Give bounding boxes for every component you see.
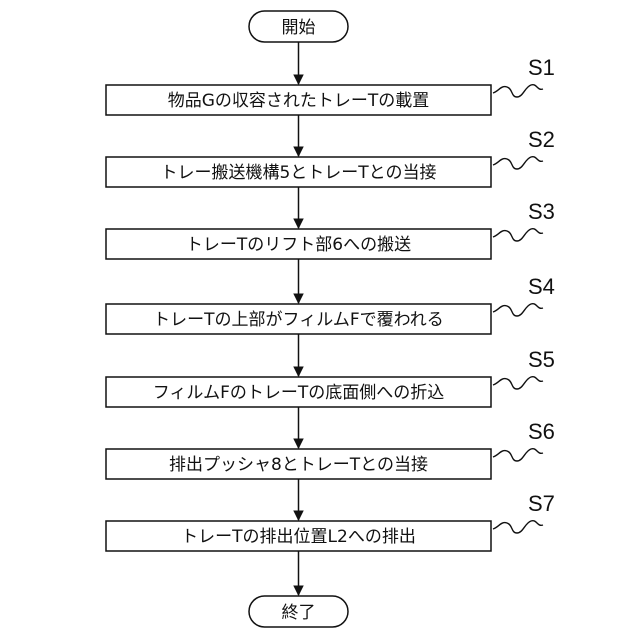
process-step-s3: トレーTのリフト部6への搬送 S3 — [106, 199, 555, 259]
step-text: トレーTのリフト部6への搬送 — [186, 235, 411, 255]
leader-line — [493, 449, 543, 461]
process-step-s5: フィルムFのトレーTの底面側への折込 S5 — [106, 347, 555, 407]
leader-line — [493, 157, 543, 169]
process-step-s6: 排出プッシャ8とトレーTとの当接 S6 — [106, 419, 555, 479]
process-step-s1: 物品Gの収容されたトレーTの載置 S1 — [106, 55, 555, 115]
end-label: 終了 — [282, 603, 316, 623]
step-id-label: S3 — [528, 199, 555, 224]
step-text: トレーTの排出位置L2への排出 — [181, 527, 416, 547]
step-text: トレー搬送機構5とトレーTとの当接 — [160, 163, 436, 183]
end-terminal: 終了 — [249, 596, 348, 627]
step-id-label: S1 — [528, 55, 555, 80]
leader-line — [493, 377, 543, 389]
step-text: フィルムFのトレーTの底面側への折込 — [153, 383, 444, 403]
step-id-label: S4 — [528, 274, 555, 299]
steps-layer: 物品Gの収容されたトレーTの載置S1トレー搬送機構5とトレーTとの当接S2トレー… — [106, 42, 555, 595]
step-id-label: S6 — [528, 419, 555, 444]
leader-line — [493, 229, 543, 241]
process-step-s4: トレーTの上部がフィルムFで覆われる S4 — [106, 274, 555, 334]
process-step-s2: トレー搬送機構5とトレーTとの当接 S2 — [106, 127, 555, 187]
step-id-label: S7 — [528, 491, 555, 516]
process-step-s7: トレーTの排出位置L2への排出 S7 — [106, 491, 555, 551]
leader-line — [493, 521, 543, 533]
start-terminal: 開始 — [249, 11, 348, 42]
step-id-label: S5 — [528, 347, 555, 372]
step-text: トレーTの上部がフィルムFで覆われる — [153, 310, 444, 330]
step-id-label: S2 — [528, 127, 555, 152]
start-label: 開始 — [282, 18, 316, 38]
leader-line — [493, 304, 543, 316]
step-text: 排出プッシャ8とトレーTとの当接 — [169, 455, 428, 475]
leader-line — [493, 85, 543, 97]
step-text: 物品Gの収容されたトレーTの載置 — [168, 91, 430, 111]
